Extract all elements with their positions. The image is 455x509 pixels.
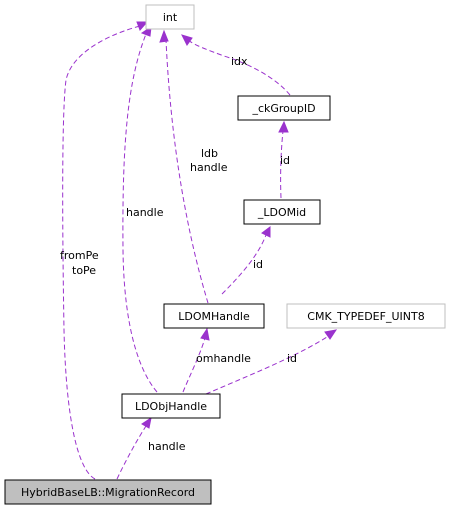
arrowhead-icon	[324, 329, 338, 340]
arrowhead-icon	[159, 29, 169, 43]
edge-line	[221, 234, 267, 295]
node-label: _LDOMid	[257, 206, 306, 219]
edge-label-id-ldomhandle: id	[253, 258, 263, 271]
edge-ldobj-handle-to-ldom-handle: omhandle	[182, 327, 251, 393]
edge-label-ldb: ldb	[201, 147, 218, 160]
edge-line	[165, 39, 209, 304]
edge-line	[62, 25, 141, 480]
edge-label-omhandle: omhandle	[196, 352, 251, 365]
edge-ldobj-handle-to-cmk-typedef: id	[205, 329, 338, 395]
edge-line	[187, 39, 291, 96]
edge-label-tope: toPe	[72, 264, 96, 277]
arrowhead-icon	[200, 327, 210, 341]
node-ldom-handle[interactable]: LDOMHandle	[163, 303, 265, 329]
edge-label-handle-migration: handle	[148, 440, 186, 453]
node-ldobj-handle[interactable]: LDObjHandle	[121, 393, 221, 419]
edge-line	[182, 337, 206, 393]
edge-label-frompe: fromPe	[60, 249, 99, 262]
node-cmk-typedef-uint8[interactable]: CMK_TYPEDEF_UINT8	[286, 303, 446, 329]
arrowhead-icon	[136, 21, 149, 31]
node-ldom-id[interactable]: _LDOMid	[243, 199, 321, 225]
edge-label-id-ldomid: id	[280, 154, 290, 167]
edge-line	[205, 334, 331, 395]
arrowhead-icon	[261, 226, 271, 238]
node-migration-record[interactable]: HybridBaseLB::MigrationRecord	[4, 479, 212, 505]
edge-label-id-cmk: id	[287, 352, 297, 365]
node-label: int	[163, 11, 178, 24]
edge-migration-record-to-ldobj-handle: handle	[116, 416, 186, 480]
edge-label-handle-ldobj: handle	[126, 206, 164, 219]
edge-line	[280, 130, 284, 199]
node-int[interactable]: int	[145, 4, 195, 30]
edge-line	[116, 425, 147, 480]
edge-ck-group-id-to-int: idx	[181, 34, 291, 96]
node-label: CMK_TYPEDEF_UINT8	[307, 310, 424, 323]
arrowhead-icon	[278, 120, 289, 133]
edge-ldom-handle-to-ldom-id: id	[221, 226, 271, 295]
node-label: HybridBaseLB::MigrationRecord	[21, 486, 195, 499]
edge-ldobj-handle-to-int: handle	[122, 25, 164, 393]
edge-label-idx: idx	[231, 55, 248, 68]
edge-ldom-id-to-ck-group-id: id	[278, 120, 290, 199]
arrowhead-icon	[181, 34, 193, 46]
edge-migration-record-to-int: fromPe toPe	[60, 21, 149, 480]
node-ck-group-id[interactable]: _ckGroupID	[237, 95, 331, 121]
arrowhead-icon	[141, 416, 152, 429]
edge-label-handle-ldom: handle	[190, 161, 228, 174]
edge-line	[122, 33, 158, 393]
node-label: _ckGroupID	[251, 102, 315, 115]
node-label: LDOMHandle	[178, 310, 250, 323]
node-label: LDObjHandle	[135, 400, 207, 413]
edge-ldom-handle-to-int: ldb handle	[159, 29, 228, 304]
